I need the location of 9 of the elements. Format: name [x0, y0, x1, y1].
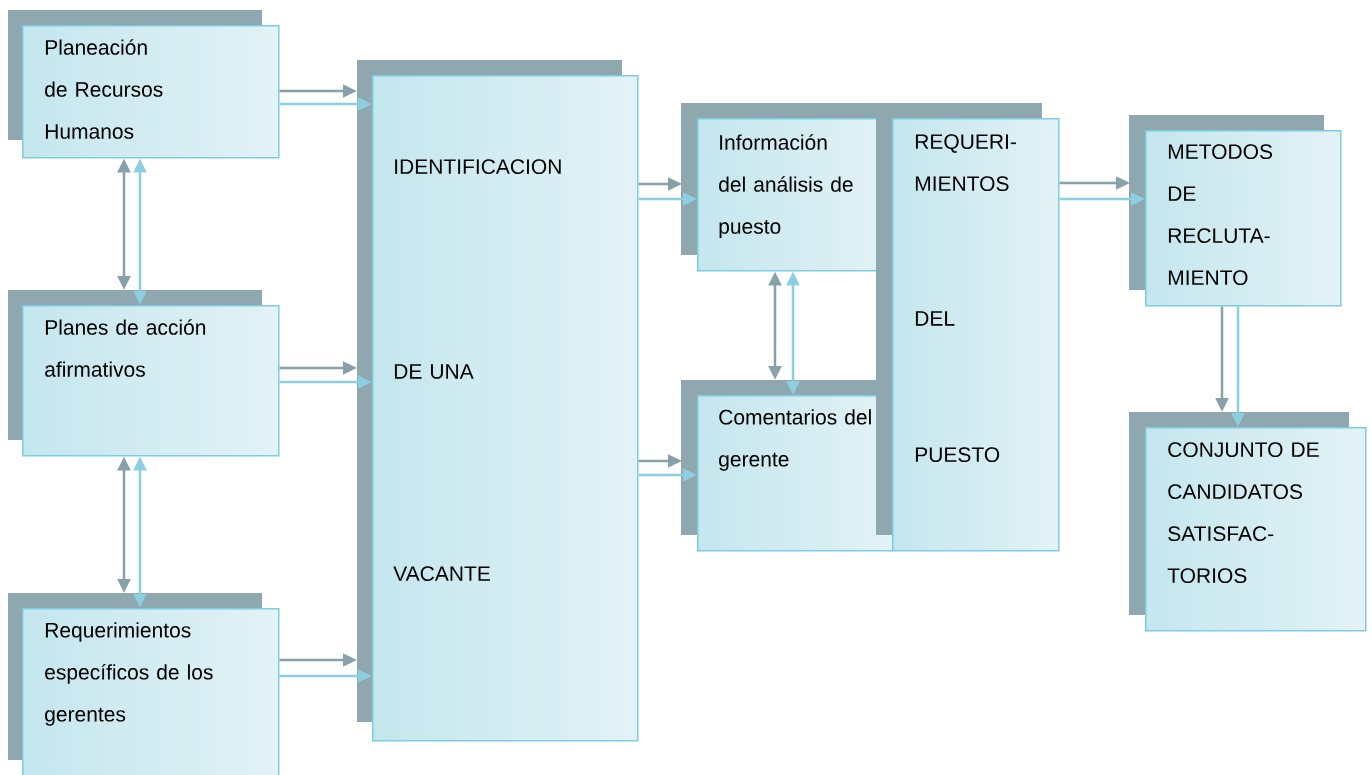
process-box: Planeación de Recursos Humanos — [8, 10, 280, 159]
process-box: Comentarios del gerente — [681, 380, 894, 552]
process-box: Requerimientos específicos de los gerentes — [8, 593, 280, 775]
process-box: Planes de acción afirmativos — [8, 290, 280, 457]
process-box: IDENTIFICACION DE UNA VACANTE — [357, 60, 639, 742]
process-box: METODOS DE RECLUTA- MIENTO — [1129, 115, 1342, 307]
process-box: REQUERI- MIENTOS DEL PUESTO — [876, 103, 1060, 552]
process-box: Información del análisis de puesto — [681, 103, 894, 272]
process-box: CONJUNTO DE CANDIDATOS SATISFAC- TORIOS — [1129, 412, 1367, 632]
